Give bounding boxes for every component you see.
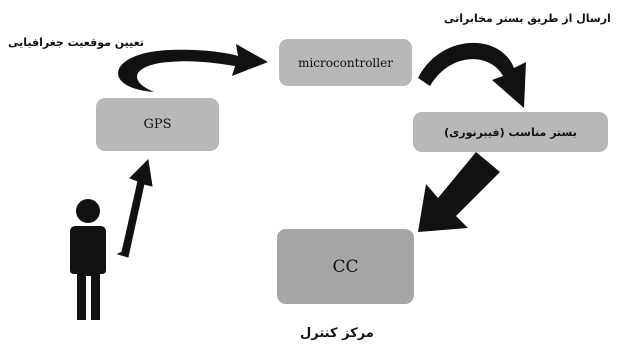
send-via-label: ارسال از طریق بستر مخابراتی [444,12,611,25]
cc-node: CC [277,229,414,304]
channel-label: بستر مناسب (فیبرنوری) [444,125,577,139]
positioning-label: تعیین موقعیت جغرافیایی [8,36,144,49]
arrow-person-to-gps [116,158,153,258]
curved-arrow-to-microcontroller [118,44,268,92]
curved-arrow-to-channel [418,42,526,108]
cc-label: CC [332,256,359,277]
gps-node: GPS [96,98,219,151]
channel-node: بستر مناسب (فیبرنوری) [413,112,608,152]
gps-label: GPS [143,117,172,132]
person-icon [70,199,106,320]
microcontroller-node: microcontroller [279,39,412,86]
arrow-to-cc [418,152,500,232]
microcontroller-label: microcontroller [298,55,393,70]
control-center-label: مرکز کنترل [300,326,374,341]
